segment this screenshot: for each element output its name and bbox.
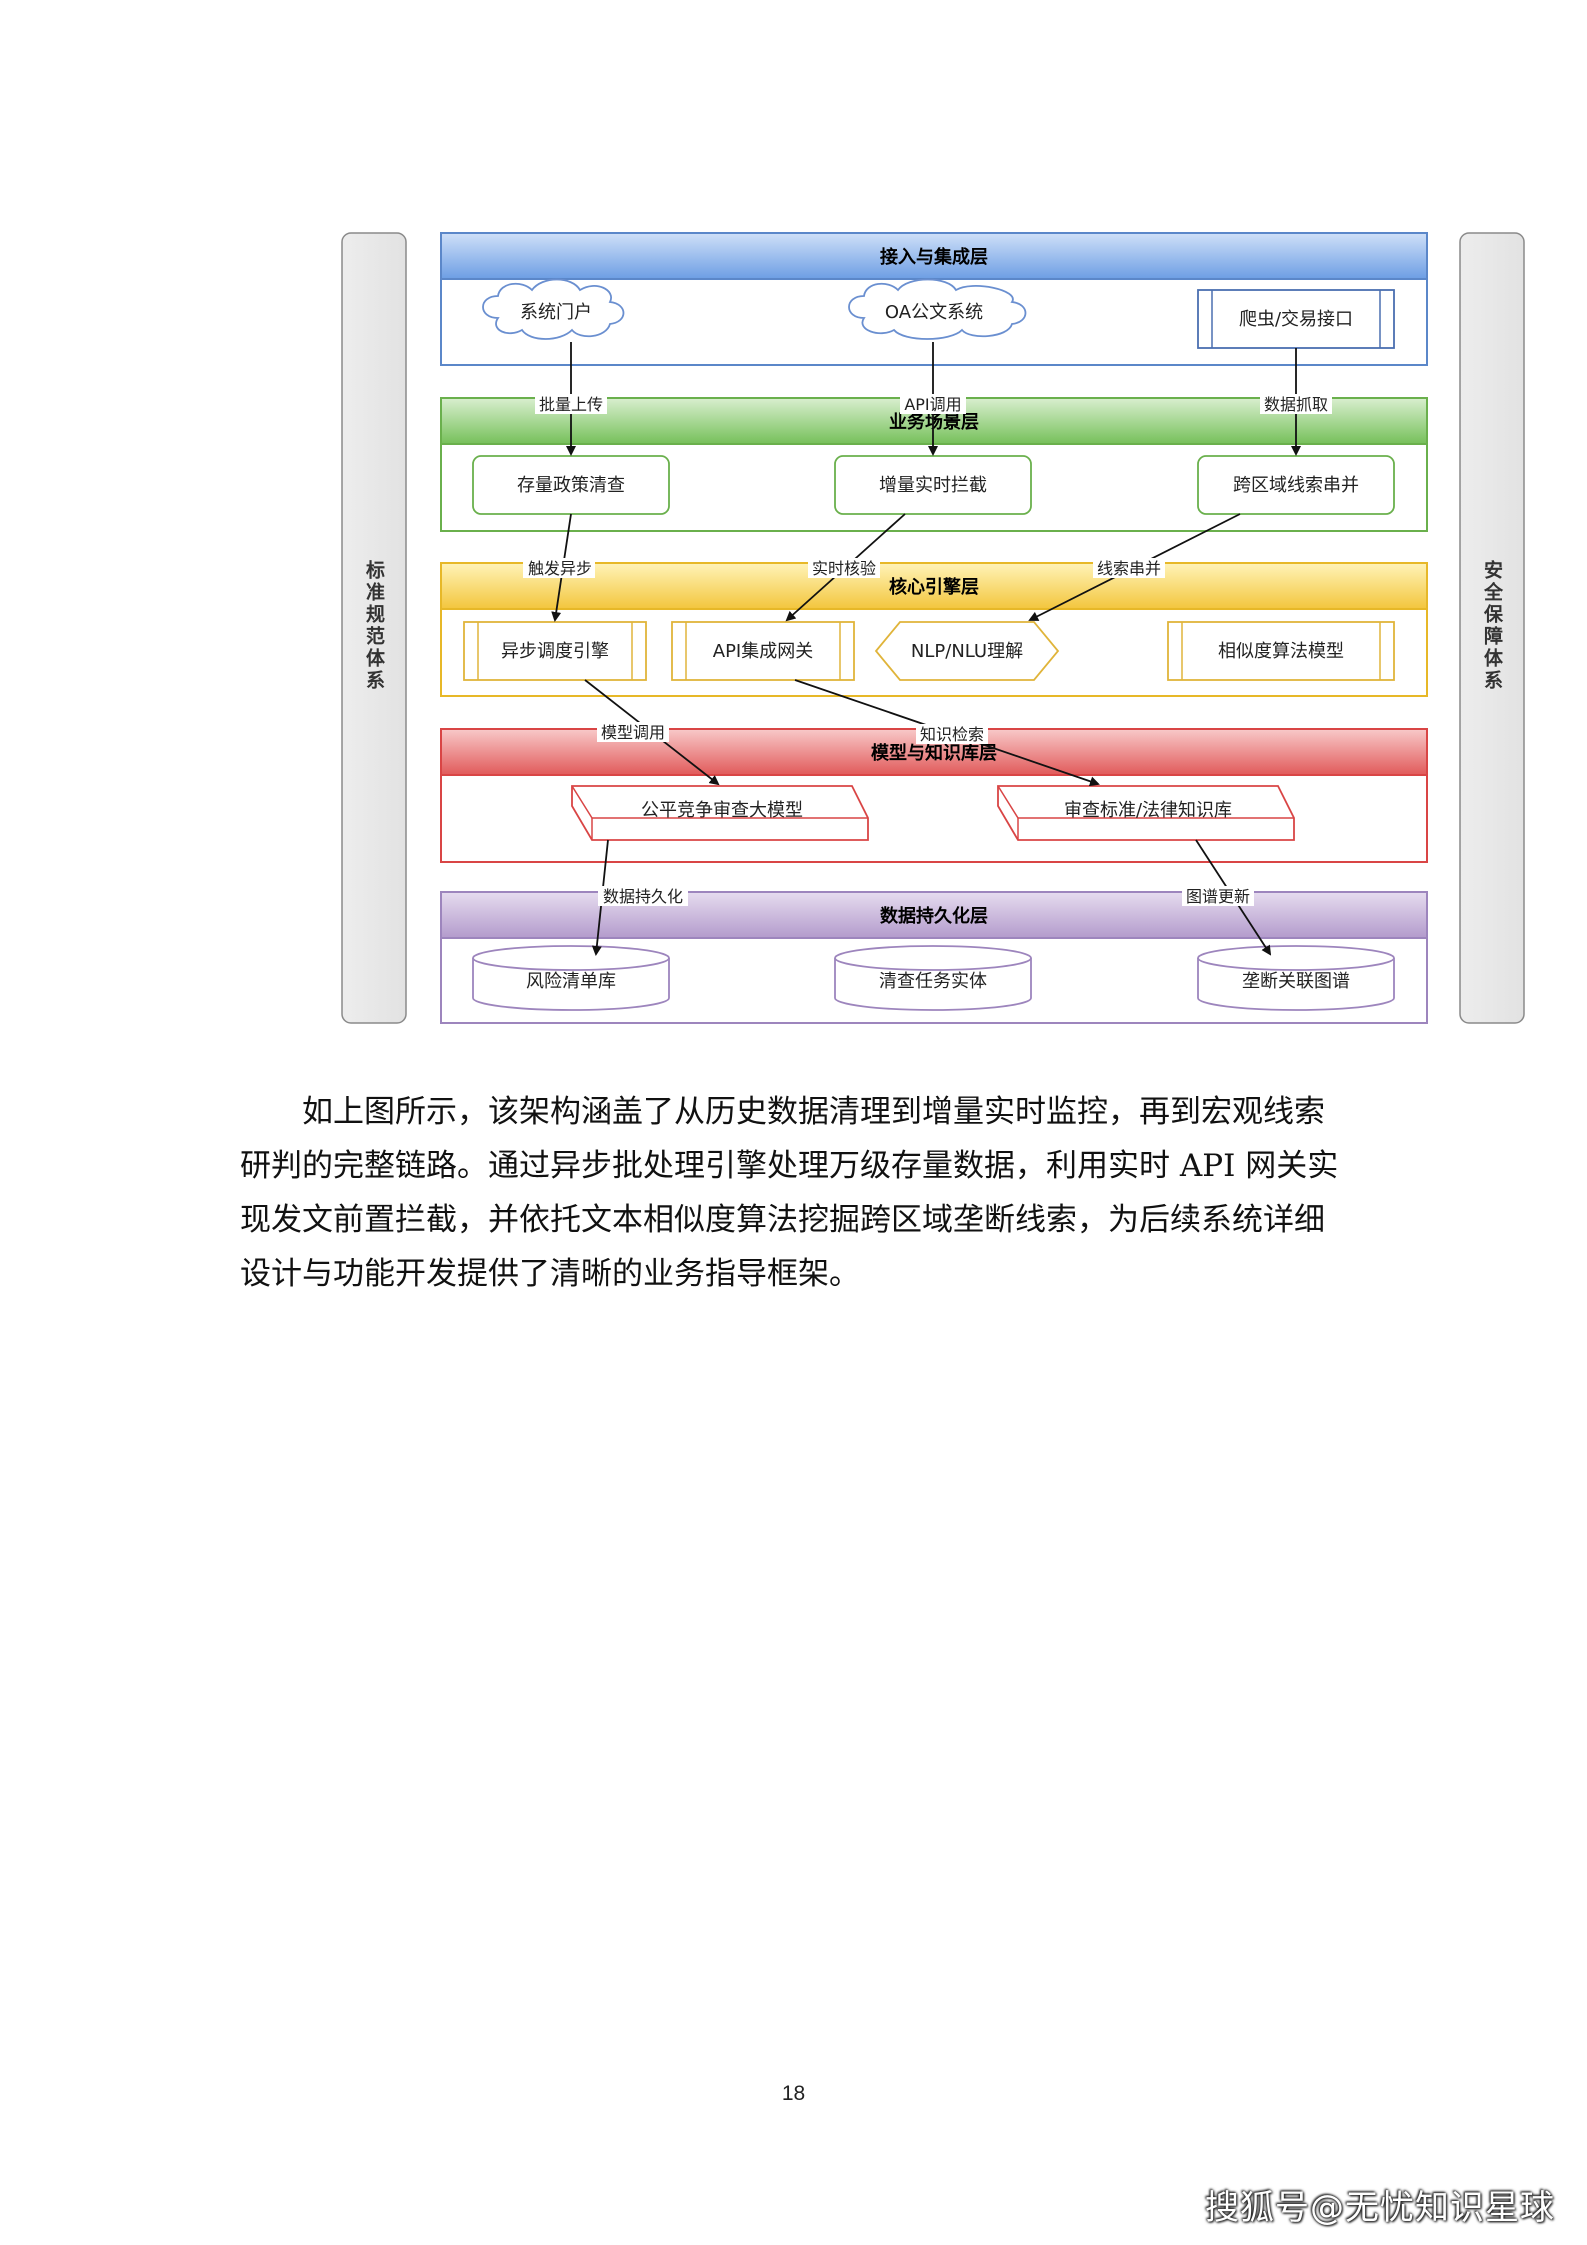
edge-label-knowledge-search: 知识检索 xyxy=(920,725,984,744)
svg-text:垄断关联图谱: 垄断关联图谱 xyxy=(1242,971,1350,992)
node-api-gateway: API集成网关 xyxy=(671,621,855,681)
edge-label-realtime-check: 实时核验 xyxy=(812,559,876,578)
layer-title: 接入与集成层 xyxy=(880,246,988,268)
architecture-diagram: 标准规范体系 安全保障体系 接入与集成层 系统门户 OA公文系统 爬虫/交易接口… xyxy=(341,232,1525,1024)
layer-access-integration: 接入与集成层 系统门户 OA公文系统 爬虫/交易接口 xyxy=(440,232,1428,366)
svg-text:跨区域线索串并: 跨区域线索串并 xyxy=(1233,475,1359,496)
svg-text:公平竞争审查大模型: 公平竞争审查大模型 xyxy=(641,800,803,821)
layer-core-engine: 核心引擎层 异步调度引擎 API集成网关 NLP/NLU理解 相似度算法模型 xyxy=(440,562,1428,697)
edge-label-model-call: 模型调用 xyxy=(601,723,665,742)
svg-text:系统门户: 系统门户 xyxy=(520,302,592,323)
layer-business-scenario: 业务场景层 存量政策清查 增量实时拦截 跨区域线索串并 xyxy=(440,397,1428,532)
paragraph-line: 设计与功能开发提供了清晰的业务指导框架。 xyxy=(240,1256,860,1292)
svg-text:API集成网关: API集成网关 xyxy=(713,641,813,662)
node-realtime-intercept: 增量实时拦截 xyxy=(834,455,1032,515)
paragraph-line: 如上图所示，该架构涵盖了从历史数据清理到增量实时监控，再到宏观线索 xyxy=(302,1094,1325,1130)
edge-labels: 批量上传 API调用 数据抓取 触发异步 实时核验 线索串并 模型调用 知识检索… xyxy=(523,394,1332,906)
watermark: 搜狐号@无忧知识星球 xyxy=(1205,2188,1555,2228)
db-monopoly-graph: 垄断关联图谱 xyxy=(1197,945,1395,1011)
node-nlp-nlu: NLP/NLU理解 xyxy=(874,621,1060,681)
svg-text:NLP/NLU理解: NLP/NLU理解 xyxy=(911,641,1023,662)
svg-text:清查任务实体: 清查任务实体 xyxy=(879,971,987,992)
page-number: 18 xyxy=(781,2082,806,2105)
side-panel-standards-label: 标准规范体系 xyxy=(363,560,385,692)
edge-label-api-call: API调用 xyxy=(904,395,961,414)
svg-text:异步调度引擎: 异步调度引擎 xyxy=(501,641,609,662)
svg-text:审查标准/法律知识库: 审查标准/法律知识库 xyxy=(1064,800,1232,821)
edge-label-data-fetch: 数据抓取 xyxy=(1264,395,1328,414)
db-risk-list: 风险清单库 xyxy=(472,945,670,1011)
cloud-node-oa: OA公文系统 xyxy=(848,278,1027,340)
paragraph-line: 研判的完整链路。通过异步批处理引擎处理万级存量数据，利用实时 API 网关实 xyxy=(240,1148,1339,1184)
paragraph-line: 现发文前置拦截，并依托文本相似度算法挖掘跨区域垄断线索，为后续系统详细 xyxy=(240,1202,1325,1238)
db-check-task: 清查任务实体 xyxy=(834,945,1032,1011)
svg-text:相似度算法模型: 相似度算法模型 xyxy=(1218,641,1344,662)
edge-label-merge: 线索串并 xyxy=(1097,559,1161,578)
svg-text:存量政策清查: 存量政策清查 xyxy=(517,475,625,496)
edge-label-upload: 批量上传 xyxy=(539,395,603,414)
svg-text:增量实时拦截: 增量实时拦截 xyxy=(879,475,987,496)
layer-title: 模型与知识库层 xyxy=(871,742,997,764)
side-panel-security: 安全保障体系 xyxy=(1459,232,1525,1024)
node-cross-region-merge: 跨区域线索串并 xyxy=(1197,455,1395,515)
layer-model-knowledge: 模型与知识库层 公平竞争审查大模型 审查标准/法律知识库 xyxy=(440,728,1428,863)
svg-text:OA公文系统: OA公文系统 xyxy=(885,302,983,323)
edge-label-trigger: 触发异步 xyxy=(528,559,592,578)
layer-data-persistence: 数据持久化层 风险清单库 清查任务实体 垄断关联图谱 xyxy=(440,891,1428,1024)
svg-text:爬虫/交易接口: 爬虫/交易接口 xyxy=(1239,309,1353,330)
layer-title: 业务场景层 xyxy=(889,411,979,433)
node-fair-competition-model: 公平竞争审查大模型 xyxy=(571,785,869,841)
cloud-node-portal: 系统门户 xyxy=(482,278,625,340)
node-legal-knowledge-base: 审查标准/法律知识库 xyxy=(997,785,1295,841)
body-paragraph: 如上图所示，该架构涵盖了从历史数据清理到增量实时监控，再到宏观线索 研判的完整链… xyxy=(240,1085,1350,1301)
layer-title: 数据持久化层 xyxy=(880,905,988,927)
side-panel-standards: 标准规范体系 xyxy=(341,232,407,1024)
node-async-scheduler: 异步调度引擎 xyxy=(463,621,647,681)
side-panel-security-label: 安全保障体系 xyxy=(1481,559,1504,692)
svg-text:风险清单库: 风险清单库 xyxy=(526,971,616,992)
node-stock-policy-check: 存量政策清查 xyxy=(472,455,670,515)
edge-label-graph-update: 图谱更新 xyxy=(1186,887,1250,906)
node-crawler-interface: 爬虫/交易接口 xyxy=(1197,289,1395,349)
layer-title: 核心引擎层 xyxy=(889,576,979,598)
node-similarity-model: 相似度算法模型 xyxy=(1167,621,1395,681)
edge-label-persist: 数据持久化 xyxy=(603,887,683,906)
